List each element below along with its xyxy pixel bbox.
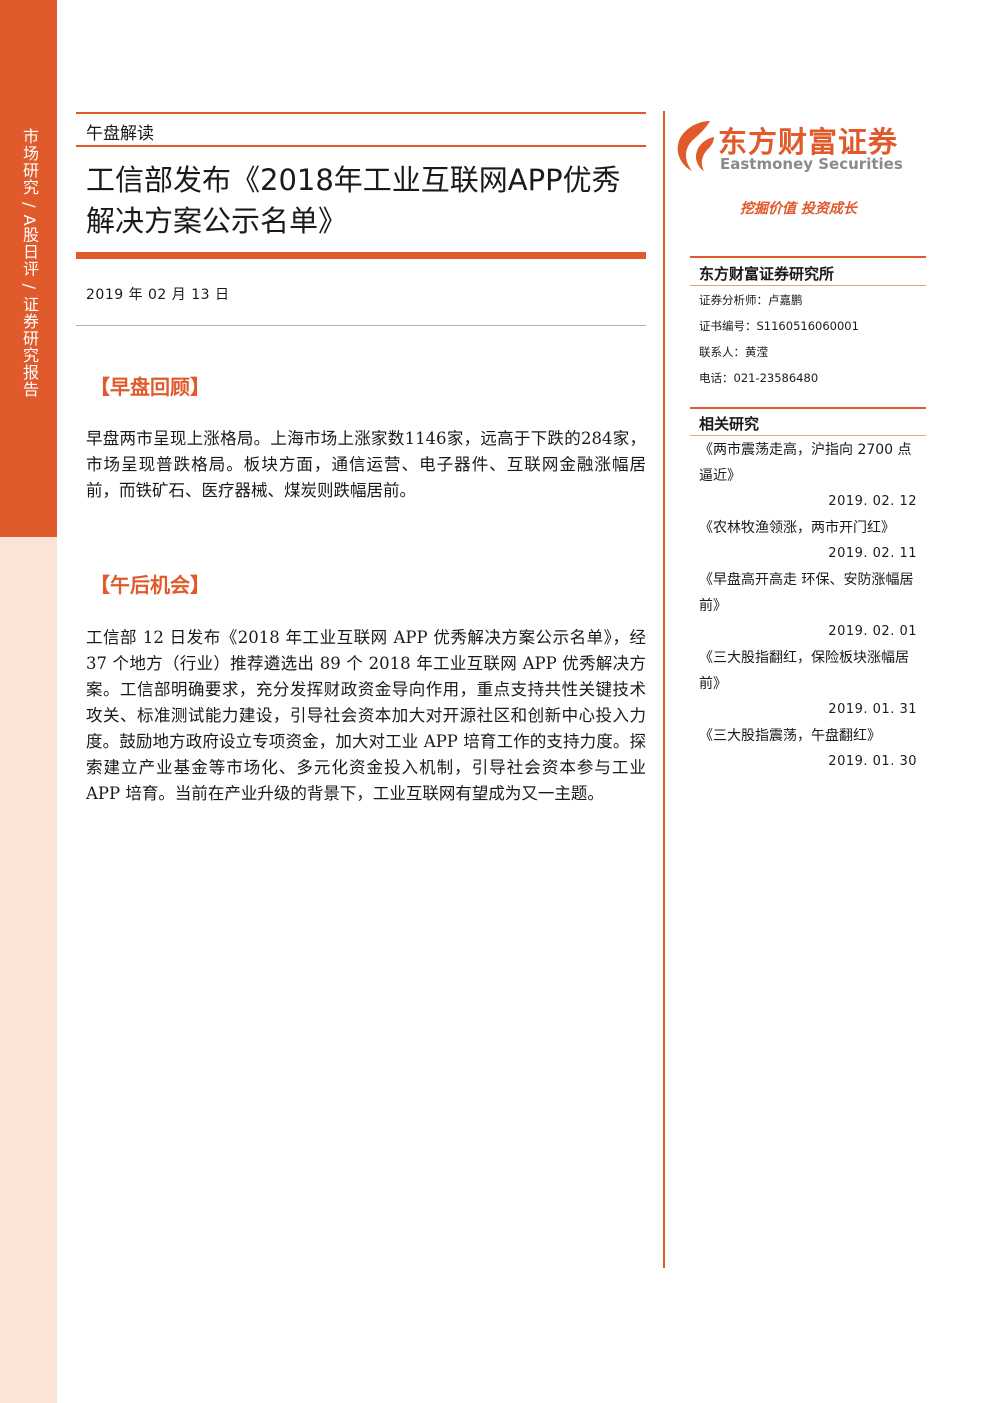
related-top-rule <box>690 407 926 409</box>
side-band-top <box>0 0 57 537</box>
related-rule <box>690 435 926 436</box>
related-item-title[interactable]: 《早盘高开高走 环保、安防涨幅居前》 <box>699 572 914 614</box>
report-title: 工信部发布《2018年工业互联网APP优秀解决方案公示名单》 <box>86 163 621 238</box>
institute-rule <box>690 285 926 286</box>
related-item-date: 2019. 02. 01 <box>828 624 917 639</box>
contact-person: 联系人：黄滢 <box>699 345 768 359</box>
brand-logo: 东方财富证券 Eastmoney Securities <box>670 115 920 175</box>
institute-heading: 东方财富证券研究所 <box>699 265 835 283</box>
brand-slogan: 挖掘价值 投资成长 <box>740 201 857 217</box>
section-heading-morning: 【早盘回顾】 <box>90 375 210 399</box>
top-rule <box>76 112 646 114</box>
brand-name-cn: 东方财富证券 <box>718 125 899 159</box>
flame-logo-icon <box>677 121 714 171</box>
category-rule <box>76 145 646 147</box>
related-item-title[interactable]: 《两市震荡走高，沪指向 2700 点逼近》 <box>699 442 912 484</box>
related-item-title[interactable]: 《三大股指翻红，保险板块涨幅居前》 <box>699 650 909 692</box>
title-rule <box>76 252 646 259</box>
cert-number: 证书编号：S1160516060001 <box>699 319 859 333</box>
report-category: 午盘解读 <box>86 124 154 144</box>
phone-number: 电话：021-23586480 <box>699 371 819 385</box>
related-item-date: 2019. 02. 12 <box>828 494 917 509</box>
date-rule <box>76 325 646 326</box>
section-body-morning: 早盘两市呈现上涨格局。上海市场上涨家数1146家，远高于下跌的284家，市场呈现… <box>86 429 646 500</box>
side-label: 市场研究 / A股日评 / 证券研究报告 <box>20 128 39 399</box>
analyst-name: 证券分析师：卢嘉鹏 <box>699 293 803 307</box>
report-date: 2019 年 02 月 13 日 <box>86 287 230 303</box>
brand-name-en: Eastmoney Securities <box>720 155 903 173</box>
related-item-title[interactable]: 《三大股指震荡，午盘翻红》 <box>699 728 881 744</box>
related-item-date: 2019. 01. 30 <box>828 754 917 769</box>
related-item-date: 2019. 02. 11 <box>828 546 917 561</box>
side-band: 市场研究 / A股日评 / 证券研究报告 <box>0 0 57 1403</box>
column-divider <box>663 111 665 1268</box>
institute-top-rule <box>690 256 926 258</box>
related-heading: 相关研究 <box>699 415 760 433</box>
section-heading-afternoon: 【午后机会】 <box>90 573 210 597</box>
related-item-title[interactable]: 《农林牧渔领涨，两市开门红》 <box>699 520 895 536</box>
related-item-date: 2019. 01. 31 <box>828 702 917 717</box>
section-body-afternoon: 工信部 12 日发布《2018 年工业互联网 APP 优秀解决方案公示名单》，经… <box>86 628 646 803</box>
side-band-bottom <box>0 537 57 1403</box>
